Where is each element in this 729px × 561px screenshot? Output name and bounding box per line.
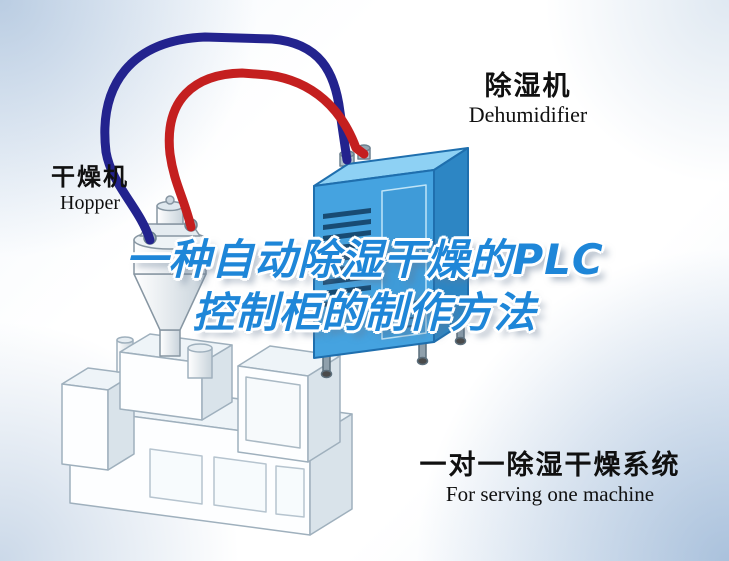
dehumidifier-label: 除湿机 Dehumidifier [440,72,616,128]
blue-air-pipe [100,32,352,245]
dehumidifier-label-zh: 除湿机 [484,71,572,102]
hopper-label-zh: 干燥机 [51,163,129,191]
system-caption: 一对一除湿干燥系统 For serving one machine [400,450,700,507]
system-caption-en: For serving one machine [445,482,655,506]
caster-legs [320,324,467,379]
extruder-panel [275,465,305,518]
dehumidifier-door [381,184,427,340]
page-title-line2: 控制柜的制作方法 [192,288,537,337]
receiver-cylinder-top [187,343,213,353]
hopper-dryer [133,195,207,357]
extruder-panel [213,456,267,513]
hopper-knob [165,195,175,205]
loader-cylinder-top [116,336,134,344]
red-air-pipe [164,68,369,232]
page-title-line1: 一种自动除湿干燥的PLC [125,235,604,284]
dehumidifier-label-en: Dehumidifier [468,102,588,127]
vent-grille [323,208,371,307]
extruder-step-front [61,383,109,471]
door-handle [419,250,422,262]
hopper-label-en: Hopper [60,192,120,214]
system-caption-zh: 一对一除湿干燥系统 [419,450,681,481]
extruder-machine [61,333,353,536]
extruder-panel [149,448,203,505]
page-title: 一种自动除湿干燥的PLC 控制柜的制作方法 [0,233,729,339]
dehumidifier-unit [313,144,469,379]
door-louvers [387,300,421,330]
cabinet-door [245,376,301,449]
hopper-label: 干燥机 Hopper [34,164,146,215]
